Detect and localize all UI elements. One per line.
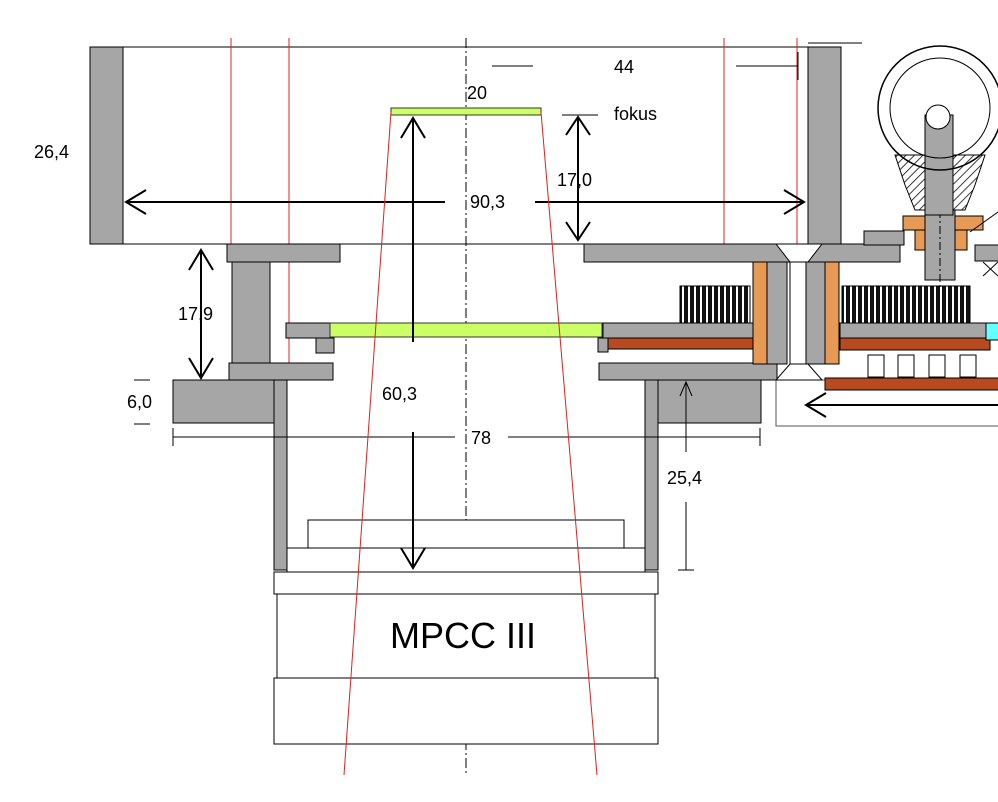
label-17-0: 17,0 xyxy=(557,170,592,190)
label-78: 78 xyxy=(471,428,491,448)
label-90-3: 90,3 xyxy=(470,192,505,212)
right-base-block xyxy=(657,379,762,424)
camera-label: MPCC III xyxy=(390,615,536,656)
gear-left xyxy=(679,285,751,324)
left-base-block xyxy=(172,379,275,424)
bearing-row xyxy=(867,354,977,378)
label-6-0: 6,0 xyxy=(127,392,152,412)
left-wall xyxy=(89,46,124,245)
label-26-4: 26,4 xyxy=(34,142,69,162)
label-20: 20 xyxy=(467,83,487,103)
label-44: 44 xyxy=(614,57,634,77)
dim-17-9 xyxy=(188,248,214,380)
right-wall xyxy=(807,46,842,245)
filter-wheel-mechanism xyxy=(679,45,998,427)
label-17-9: 17,9 xyxy=(178,304,213,324)
dim-90-3 xyxy=(124,189,806,215)
tube-bottom-plate xyxy=(286,547,646,573)
tube-right-wall xyxy=(644,379,659,571)
light-cone xyxy=(343,111,598,776)
dim-44 xyxy=(492,52,799,80)
focus-filter xyxy=(390,107,542,116)
filter-wheel-filter xyxy=(329,322,603,338)
gear-right xyxy=(841,285,971,324)
label-fokus: fokus xyxy=(614,104,657,124)
flange-assembly xyxy=(226,243,901,381)
tube-left-wall xyxy=(273,379,288,571)
label-25-4: 25,4 xyxy=(667,468,702,488)
dim-78 xyxy=(172,428,761,446)
label-60-3: 60,3 xyxy=(382,384,417,404)
sensor-edge xyxy=(985,322,998,341)
dim-60-3 xyxy=(400,116,426,570)
dim-17-0 xyxy=(562,114,598,242)
dim-25-4 xyxy=(678,380,694,571)
camera-body xyxy=(273,571,659,745)
upper-chamber xyxy=(89,42,862,245)
dim-6-0 xyxy=(134,379,150,425)
